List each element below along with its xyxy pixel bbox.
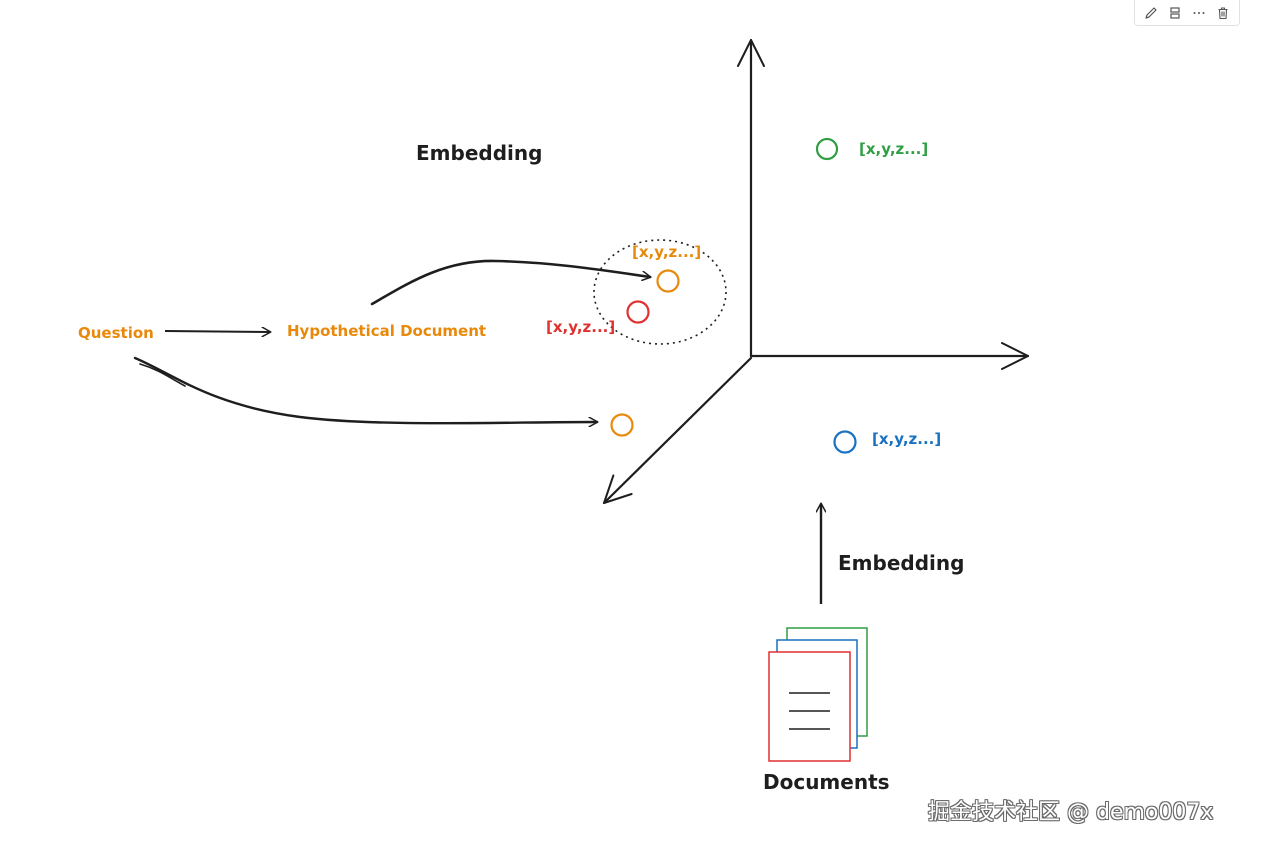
arrow-question-to-hypothetical (164, 331, 270, 332)
edit-button[interactable] (1142, 4, 1160, 22)
vector-label-blue: [x,y,z...] (872, 430, 941, 448)
pencil-icon (1145, 6, 1157, 19)
orange-point-hypothetical (656, 269, 680, 293)
trash-icon (1218, 6, 1228, 19)
delete-button[interactable] (1214, 4, 1232, 22)
embedding-bottom-label: Embedding (838, 551, 964, 575)
vector-label-green: [x,y,z...] (859, 140, 928, 158)
arrow-question-to-embedding (133, 356, 597, 423)
vector-label-orange: [x,y,z...] (632, 243, 701, 261)
axes (602, 38, 1030, 505)
layout-button[interactable] (1166, 4, 1184, 22)
watermark: 掘金技术社区 @ demo007x (928, 800, 1214, 825)
vector-label-red: [x,y,z...] (546, 318, 615, 336)
more-button[interactable] (1190, 4, 1208, 22)
hypothetical-document-label: Hypothetical Document (287, 322, 486, 340)
arrow-hypothetical-to-embedding (370, 259, 650, 306)
element-toolbar (1134, 0, 1240, 26)
more-icon (1193, 11, 1205, 14)
z-axis (602, 356, 753, 505)
documents-label: Documents (763, 770, 890, 794)
layout-icon (1170, 6, 1180, 19)
question-label: Question (78, 324, 154, 342)
documents-stack-icon (768, 627, 868, 762)
document-sheet-red (768, 651, 851, 762)
arrow-question-stroke-accent (139, 363, 186, 387)
embedding-top-label: Embedding (416, 141, 542, 165)
red-point-document (626, 300, 650, 324)
green-point (815, 137, 839, 161)
orange-point-question (610, 413, 634, 437)
blue-point (833, 430, 857, 454)
similarity-cluster (593, 239, 727, 345)
